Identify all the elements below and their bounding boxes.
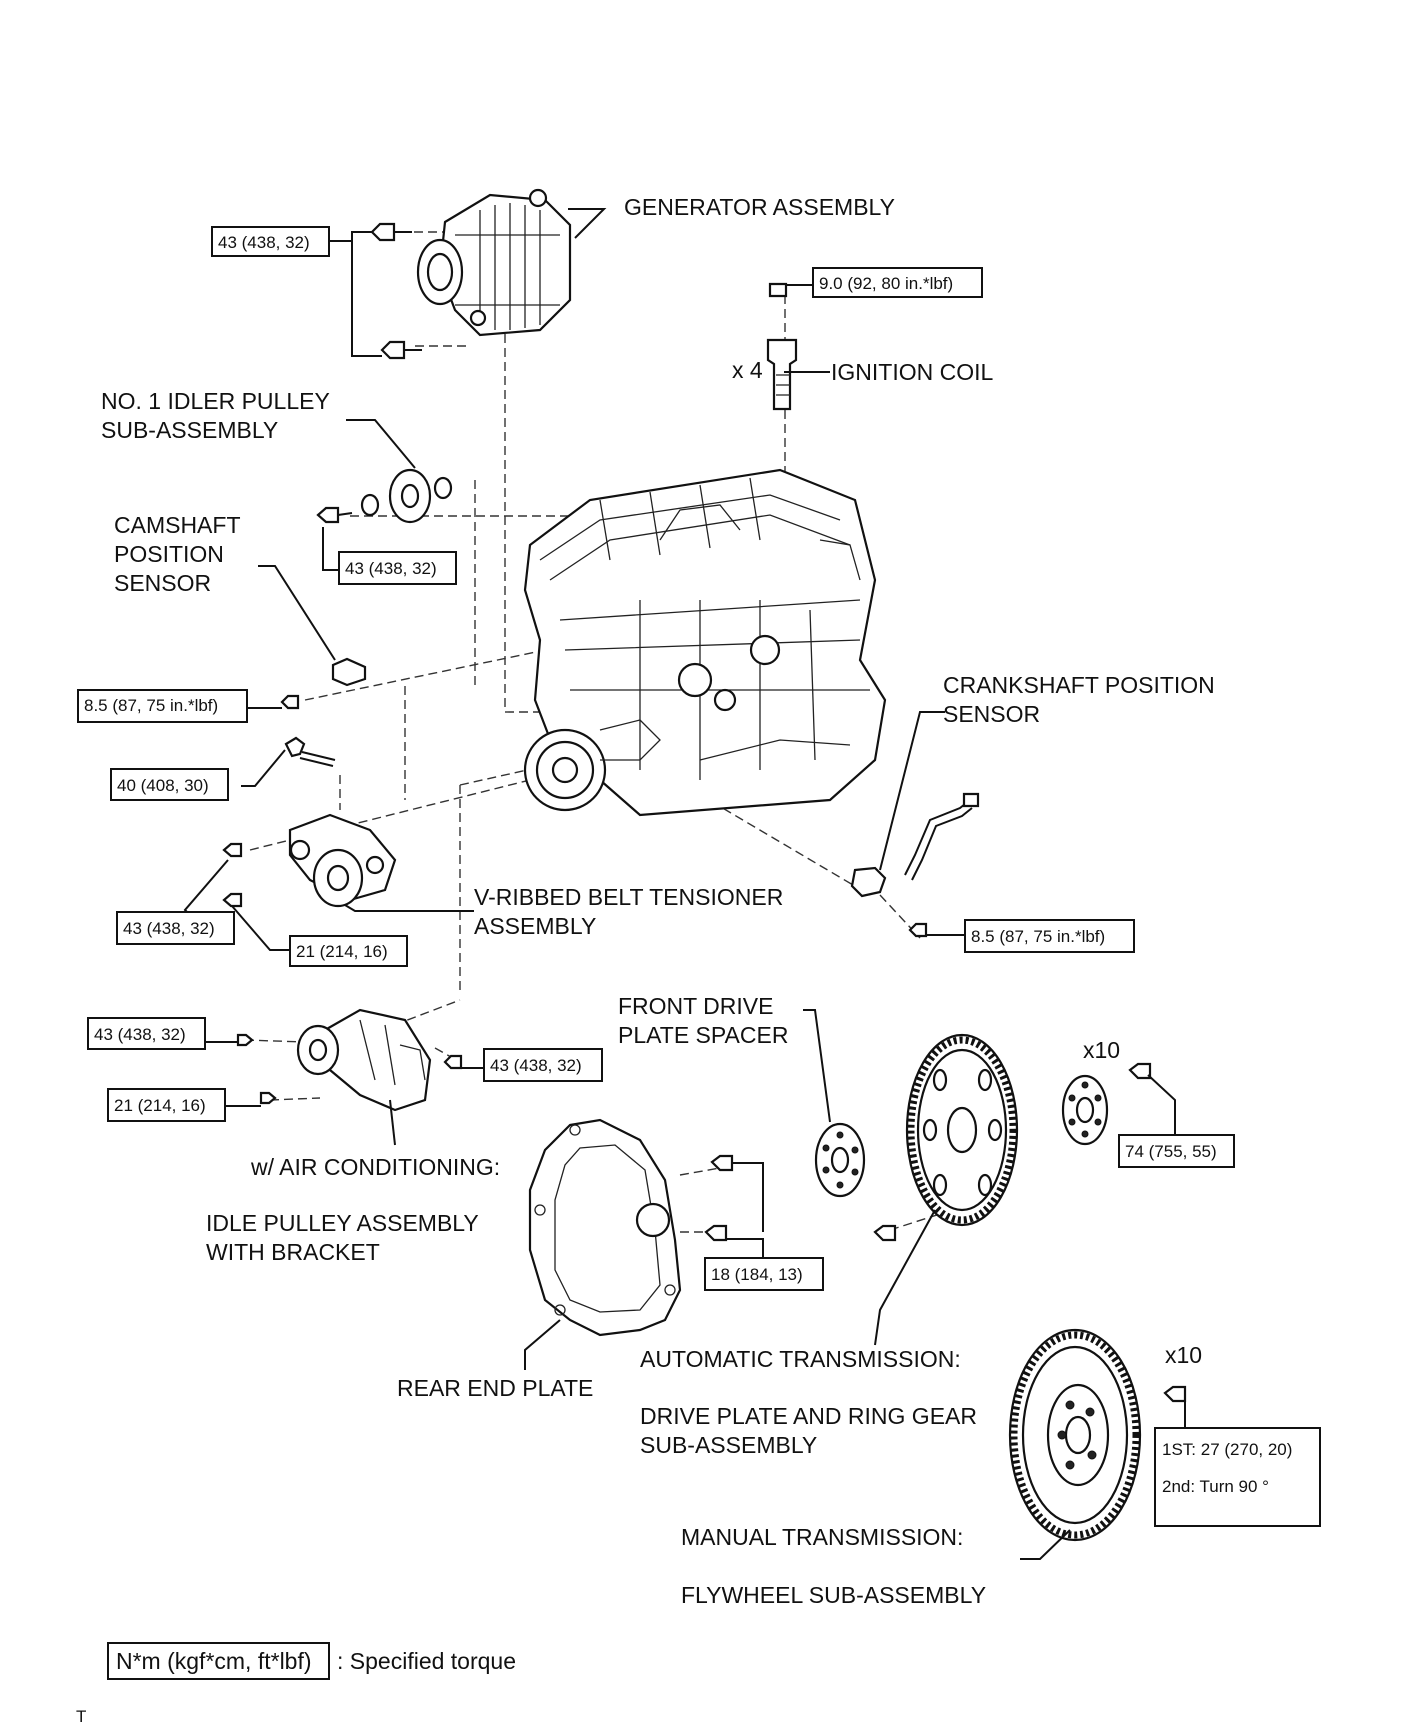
label-automatic-transmission: AUTOMATIC TRANSMISSION: bbox=[640, 1346, 961, 1372]
label-camshaft-2: POSITION bbox=[114, 541, 224, 567]
label-qty-x10-drive-plate: x10 bbox=[1083, 1037, 1120, 1063]
v-ribbed-belt-tensioner-drawing bbox=[222, 813, 397, 908]
drive-plate-ring-gear-drawing bbox=[873, 1033, 1019, 1242]
generator-bolt-upper bbox=[370, 222, 412, 242]
front-drive-plate-spacer-drawing bbox=[814, 1122, 866, 1198]
torque-generator: 43 (438, 32) bbox=[218, 233, 310, 252]
label-manual-transmission: MANUAL TRANSMISSION: bbox=[681, 1524, 963, 1550]
label-idle-pulley-1: IDLE PULLEY ASSEMBLY bbox=[206, 1210, 479, 1236]
drive-plate-washer-drawing bbox=[1061, 1062, 1152, 1146]
ignition-coil-drawing bbox=[766, 282, 798, 411]
label-tensioner-2: ASSEMBLY bbox=[474, 913, 596, 939]
label-air-conditioning: w/ AIR CONDITIONING: bbox=[250, 1154, 500, 1180]
label-qty-x10-flywheel: x10 bbox=[1165, 1342, 1202, 1368]
torque-bracket-a: 43 (438, 32) bbox=[94, 1025, 186, 1044]
camshaft-sensor-drawing bbox=[280, 657, 367, 710]
torque-ignition: 9.0 (92, 80 in.*lbf) bbox=[819, 274, 953, 293]
flywheel-drawing bbox=[1008, 1328, 1187, 1542]
label-crankshaft-1: CRANKSHAFT POSITION bbox=[943, 672, 1215, 698]
torque-bracket-c: 21 (214, 16) bbox=[114, 1096, 206, 1115]
engine-block-drawing bbox=[523, 468, 887, 817]
crankshaft-sensor-drawing bbox=[850, 792, 980, 938]
legend-unit: N*m (kgf*cm, ft*lbf) bbox=[116, 1648, 312, 1674]
torque-camshaft: 8.5 (87, 75 in.*lbf) bbox=[84, 696, 218, 715]
label-ignition-coil: IGNITION COIL bbox=[831, 359, 994, 385]
label-generator-assembly: GENERATOR ASSEMBLY bbox=[624, 194, 895, 220]
label-crankshaft-2: SENSOR bbox=[943, 701, 1040, 727]
rear-end-plate-drawing bbox=[528, 1118, 734, 1337]
torque-bolt-40: 40 (408, 30) bbox=[117, 776, 209, 795]
footer-mark: T bbox=[76, 1707, 86, 1726]
label-front-drive-2: PLATE SPACER bbox=[618, 1022, 788, 1048]
leader-lines bbox=[183, 208, 1186, 1560]
label-rear-end-plate: REAR END PLATE bbox=[397, 1375, 593, 1401]
label-idler-pulley-2: SUB-ASSEMBLY bbox=[101, 417, 278, 443]
torque-bracket-b: 43 (438, 32) bbox=[490, 1056, 582, 1075]
torque-legend: N*m (kgf*cm, ft*lbf) : Specified torque bbox=[107, 1642, 516, 1680]
torque-flywheel-2: 2nd: Turn 90 ° bbox=[1162, 1477, 1269, 1496]
label-camshaft-3: SENSOR bbox=[114, 570, 211, 596]
torque-tensioner-a: 43 (438, 32) bbox=[123, 919, 215, 938]
label-drive-plate-2: SUB-ASSEMBLY bbox=[640, 1432, 817, 1458]
label-camshaft-1: CAMSHAFT bbox=[114, 512, 241, 538]
torque-drive-plate: 74 (755, 55) bbox=[1125, 1142, 1217, 1161]
label-drive-plate-1: DRIVE PLATE AND RING GEAR bbox=[640, 1403, 977, 1429]
torque-tensioner-b: 21 (214, 16) bbox=[296, 942, 388, 961]
torque-crankshaft: 8.5 (87, 75 in.*lbf) bbox=[971, 927, 1105, 946]
part-labels: GENERATOR ASSEMBLY x 4 IGNITION COIL NO.… bbox=[101, 194, 1215, 1608]
idle-pulley-bracket-drawing bbox=[236, 1008, 463, 1112]
torque-idler: 43 (438, 32) bbox=[345, 559, 437, 578]
generator-drawing bbox=[416, 188, 572, 337]
label-tensioner-1: V-RIBBED BELT TENSIONER bbox=[474, 884, 783, 910]
label-front-drive-1: FRONT DRIVE bbox=[618, 993, 773, 1019]
legend-text: : Specified torque bbox=[337, 1648, 516, 1674]
torque-rear-plate: 18 (184, 13) bbox=[711, 1265, 803, 1284]
label-idle-pulley-2: WITH BRACKET bbox=[206, 1239, 380, 1265]
label-idler-pulley-1: NO. 1 IDLER PULLEY bbox=[101, 388, 330, 414]
torque-callouts: 43 (438, 32) 9.0 (92, 80 in.*lbf) 43 (43… bbox=[77, 226, 1321, 1527]
torque-flywheel-1: 1ST: 27 (270, 20) bbox=[1162, 1440, 1292, 1459]
generator-bolt-lower bbox=[380, 340, 422, 360]
label-ignition-qty: x 4 bbox=[732, 357, 763, 383]
long-bolt-drawing bbox=[284, 736, 336, 767]
idler-pulley-drawing bbox=[316, 468, 453, 524]
label-flywheel: FLYWHEEL SUB-ASSEMBLY bbox=[681, 1582, 986, 1608]
